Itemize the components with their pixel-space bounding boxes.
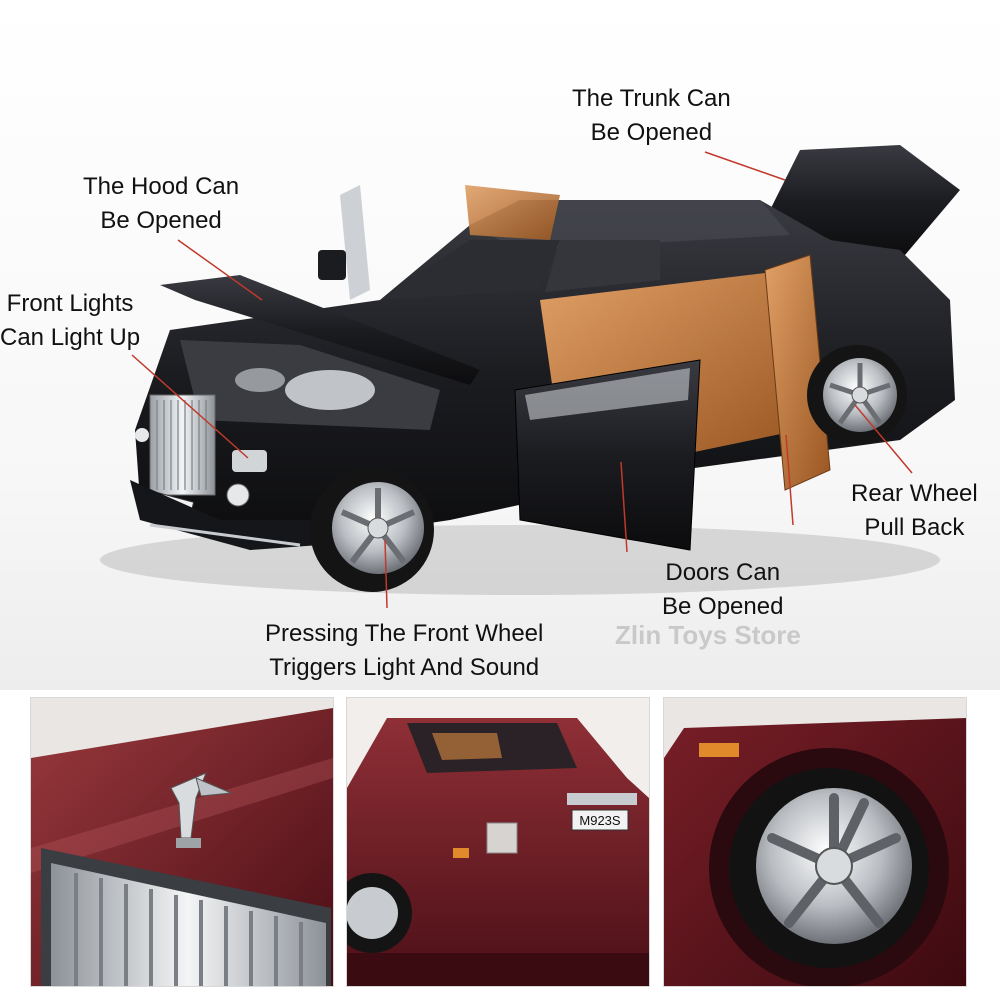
detail-panel-rear: M923S — [346, 697, 650, 987]
taillight-icon — [486, 822, 518, 854]
grille — [149, 394, 216, 496]
front-window — [380, 240, 560, 300]
hood-ornament-icon — [170, 772, 232, 848]
side-marker-icon — [699, 743, 739, 757]
detail-panel-wheel — [663, 697, 967, 987]
rear-door — [764, 254, 831, 491]
rear-wheel — [807, 345, 907, 445]
hero-image: M923S — [0, 0, 1000, 690]
rear-plate: M923S — [571, 809, 629, 831]
headlight-icon — [226, 483, 250, 507]
car-illustration: M923S — [100, 145, 960, 609]
annotation-lines — [131, 151, 913, 609]
front-wheel — [310, 468, 434, 592]
watermark: Zlin Toys Store — [615, 620, 801, 650]
hood — [160, 275, 480, 385]
rear-plate-text: M923S — [579, 813, 621, 828]
detail-panel-hood-ornament — [30, 697, 334, 987]
wheel-closeup — [729, 768, 929, 968]
trunk-lid — [770, 145, 960, 260]
